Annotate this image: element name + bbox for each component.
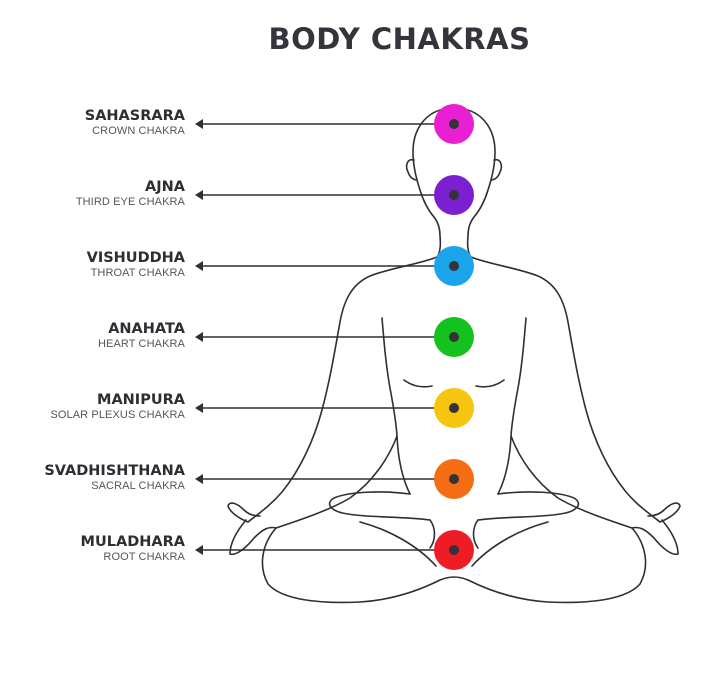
head-outline [412, 107, 496, 258]
chakra-name-muladhara: MULADHARA [80, 534, 185, 550]
left-ear [405, 158, 418, 181]
center-dot-manipura [449, 403, 459, 413]
center-dot-ajna [449, 190, 459, 200]
right-foot-outline [472, 519, 479, 549]
chakra-name-manipura: MANIPURA [97, 392, 185, 408]
chakra-name-sahasrara: SAHASRARA [84, 108, 185, 124]
arrowhead-vishuddha [195, 261, 203, 271]
center-dot-sahasrara [449, 119, 459, 129]
chakra-subtitle-anahata: HEART CHAKRA [98, 338, 185, 350]
arrowhead-anahata [195, 332, 203, 342]
label-muladhara: MULADHARA ROOT CHAKRA [81, 533, 185, 564]
chakra-subtitle-ajna: THIRD EYE CHAKRA [75, 196, 185, 208]
chakra-markers [195, 104, 474, 570]
label-svadhishthana: SVADHISHTHANA SACRAL CHAKRA [44, 462, 185, 493]
chakra-subtitle-sahasrara: CROWN CHAKRA [92, 125, 185, 137]
left-leg-outline [328, 491, 431, 521]
chakra-subtitle-manipura: SOLAR PLEXUS CHAKRA [50, 409, 185, 421]
arrowhead-muladhara [195, 545, 203, 555]
left-foot-outline [429, 519, 436, 549]
right-leg-outline [477, 491, 580, 521]
chakra-subtitle-muladhara: ROOT CHAKRA [103, 551, 185, 563]
arrowhead-manipura [195, 403, 203, 413]
chakra-name-anahata: ANAHATA [108, 321, 185, 337]
arrowhead-sahasrara [195, 119, 203, 129]
crossed-legs-center [359, 521, 549, 567]
center-dot-vishuddha [449, 261, 459, 271]
center-dot-muladhara [449, 545, 459, 555]
chakra-name-vishuddha: VISHUDDHA [86, 250, 185, 266]
label-sahasrara: SAHASRARA CROWN CHAKRA [85, 107, 185, 138]
chakra-subtitle-svadhishthana: SACRAL CHAKRA [91, 480, 185, 492]
label-vishuddha: VISHUDDHA THROAT CHAKRA [87, 249, 185, 280]
left-chest-line [403, 379, 433, 388]
right-chest-line [475, 379, 505, 388]
label-ajna: AJNA THIRD EYE CHAKRA [76, 178, 185, 209]
chakra-subtitle-vishuddha: THROAT CHAKRA [90, 267, 185, 279]
center-dot-svadhishthana [449, 474, 459, 484]
center-dot-anahata [449, 332, 459, 342]
right-arm-outline [470, 256, 661, 523]
arrowhead-ajna [195, 190, 203, 200]
arrowhead-svadhishthana [195, 474, 203, 484]
body-outline [227, 107, 681, 604]
right-hand-outline [631, 502, 681, 556]
right-ear [490, 158, 503, 181]
label-anahata: ANAHATA HEART CHAKRA [98, 320, 185, 351]
left-hand-outline [227, 502, 277, 556]
chakra-name-ajna: AJNA [145, 179, 185, 195]
left-arm-outline [247, 256, 438, 523]
chakra-name-svadhishthana: SVADHISHTHANA [44, 463, 185, 479]
lower-leg-outline [261, 527, 647, 604]
page-title: BODY CHAKRAS [0, 22, 721, 56]
torso-left-side [396, 435, 411, 495]
page-title-text: BODY CHAKRAS [268, 22, 531, 56]
torso-right-side [497, 435, 512, 495]
label-manipura: MANIPURA SOLAR PLEXUS CHAKRA [50, 391, 185, 422]
